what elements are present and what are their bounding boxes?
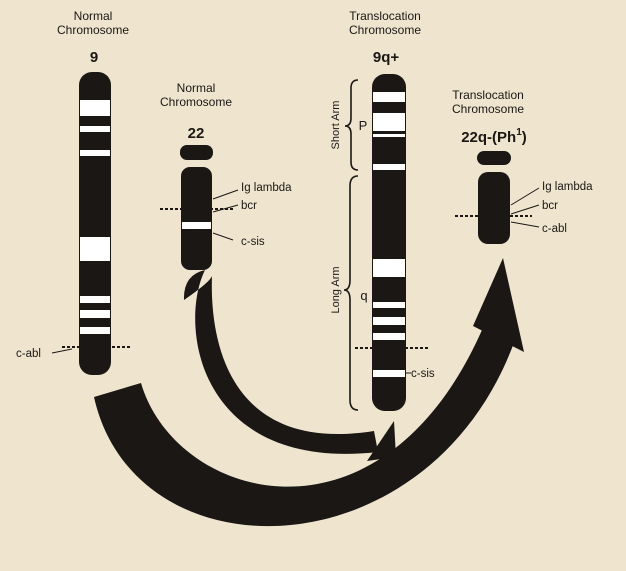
chromosome-9-number: 9: [90, 49, 98, 66]
light-band: [373, 134, 405, 137]
heading-translocation-chromosome-22q: Translocation Chromosome: [452, 88, 524, 116]
light-band: [373, 92, 405, 102]
gene-label-c-sis-9q: c-sis: [406, 368, 435, 380]
long-arm-letter: q: [360, 288, 367, 303]
short-arm-letter: P: [359, 118, 368, 133]
light-band: [373, 333, 405, 340]
light-band: [373, 370, 405, 377]
chromosome-9q-number: 9q+: [373, 49, 400, 66]
heading-line-2: Chromosome: [452, 102, 524, 116]
gene-label-text: c-abl: [542, 223, 567, 235]
light-band: [373, 317, 405, 325]
gene-label-text: c-sis: [411, 368, 435, 380]
light-band: [373, 164, 405, 170]
light-band: [373, 302, 405, 308]
short-arm-label: Short Arm: [330, 101, 342, 150]
heading-line-2: Chromosome: [349, 23, 421, 37]
gene-label-text: c-sis: [241, 236, 265, 248]
chromosome-short-arm: [477, 151, 511, 165]
light-band: [373, 113, 405, 131]
gene-label-text: Ig lambda: [241, 182, 292, 194]
chromosome-22-number: 22: [188, 125, 205, 142]
light-band: [80, 150, 110, 156]
heading-line-1: Translocation: [349, 9, 421, 23]
chromosome-short-arm: [180, 145, 213, 160]
light-band: [80, 296, 110, 303]
light-band: [80, 100, 110, 116]
light-band: [80, 327, 110, 334]
light-band: [80, 310, 110, 318]
heading-translocation-chromosome-9q: Translocation Chromosome: [349, 9, 421, 37]
light-band: [373, 259, 405, 277]
light-band: [80, 126, 110, 132]
long-arm-label: Long Arm: [330, 266, 342, 313]
gene-label-text: bcr: [542, 200, 558, 212]
heading-line-1: Normal: [177, 81, 216, 95]
chromosome-long-arm: [478, 172, 510, 244]
gene-label-text: Ig lambda: [542, 181, 593, 193]
heading-line-2: Chromosome: [57, 23, 129, 37]
gene-label-text: c-abl: [16, 348, 41, 360]
light-band: [182, 222, 211, 229]
heading-line-2: Chromosome: [160, 95, 232, 109]
chromosome-long-arm: [181, 167, 212, 270]
gene-label-text: bcr: [241, 200, 257, 212]
heading-line-1: Translocation: [452, 88, 524, 102]
heading-line-1: Normal: [74, 9, 113, 23]
light-band: [80, 237, 110, 261]
